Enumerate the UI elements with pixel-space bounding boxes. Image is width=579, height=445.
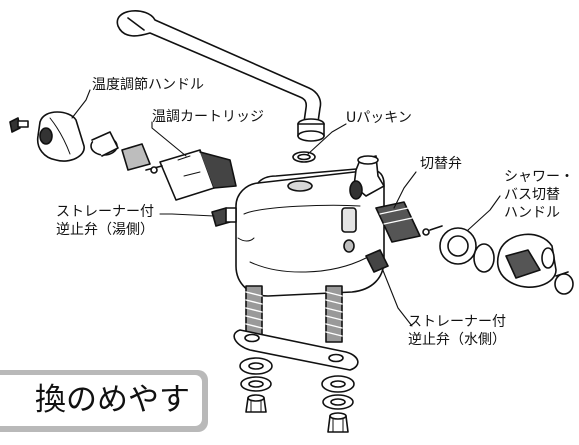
mounting-bolts: [245, 285, 343, 343]
spout: [116, 10, 325, 142]
banner-inner: 換のめやす: [0, 375, 202, 426]
gasket-plate: [233, 329, 359, 371]
faucet-body: [235, 167, 385, 297]
u-packing: [292, 151, 316, 163]
washers-left: [239, 357, 273, 413]
label-shower-bath-line1: シャワー・: [504, 169, 574, 185]
label-temp-cartridge: 温調カートリッジ: [152, 109, 264, 125]
leader-lines: [71, 89, 501, 327]
label-strainer-hot-line2: 逆止弁（湯側）: [56, 221, 154, 238]
label-strainer-hot-line1: ストレーナー付: [56, 204, 154, 220]
strainer-check-valve-cold: [365, 249, 389, 273]
label-u-packing: Uパッキン: [346, 110, 412, 126]
strainer-check-valve-hot: [211, 207, 237, 227]
elbow-fitting: [349, 155, 385, 200]
label-temp-handle: 温度調節ハンドル: [92, 76, 204, 93]
washers-right: [321, 375, 355, 433]
label-shower-bath-line3: ハンドル: [504, 205, 560, 221]
banner-text: 換のめやす: [35, 382, 190, 418]
label-strainer-cold-line1: ストレーナー付: [408, 314, 506, 330]
switch-handle: [496, 233, 574, 295]
label-strainer-cold-line2: 逆止弁（水側）: [408, 332, 506, 348]
label-switch-valve: 切替弁: [420, 156, 462, 172]
label-shower-bath-line2: バス切替: [504, 187, 560, 203]
banner: 換のめやす: [0, 370, 208, 432]
switch-valve-parts: [375, 201, 495, 273]
temp-handle-parts: [9, 111, 237, 201]
